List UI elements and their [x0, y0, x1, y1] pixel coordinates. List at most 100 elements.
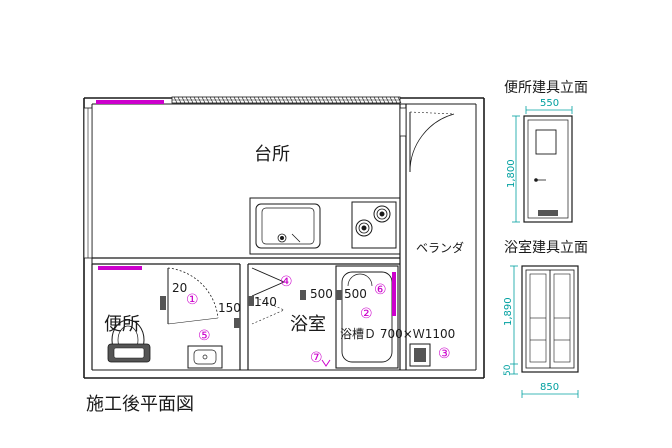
veranda-label: ベランダ — [416, 240, 464, 255]
marker-4: ④ — [280, 274, 293, 290]
window-hatch-line — [325, 96, 330, 104]
window-hatch-line — [333, 96, 338, 104]
window-hatch-line — [357, 96, 362, 104]
window-hatch-line — [253, 96, 258, 104]
burner-2 — [355, 219, 373, 237]
burner-1 — [373, 205, 391, 223]
window-hatch-line — [317, 96, 322, 104]
kitchen-counter — [249, 197, 401, 255]
bath-door-height: 1,890 — [503, 297, 514, 326]
dim-500-b: 500 — [344, 287, 367, 301]
window-hatch-line — [329, 96, 334, 104]
window-hatch-line — [381, 96, 386, 104]
window-hatch-line — [205, 96, 210, 104]
kitchen-right-window — [399, 107, 407, 137]
wash-basin — [187, 345, 223, 369]
dim-140: 140 — [254, 295, 277, 309]
faucet-icon — [321, 359, 331, 367]
window-hatch-line — [393, 96, 398, 104]
water-heater — [409, 343, 431, 367]
window-hatch-line — [221, 96, 226, 104]
toilet-door-elevation: 550 1,800 — [506, 98, 573, 223]
veranda-door — [409, 111, 455, 173]
window-hatch-line — [289, 96, 294, 104]
top-window-hatch — [173, 96, 402, 104]
dim-20: 20 — [172, 281, 187, 295]
shower-bar-marker — [392, 272, 396, 316]
plan-title: 施工後平面図 — [86, 394, 194, 415]
bath-room — [234, 265, 399, 369]
toilet-room — [98, 266, 223, 369]
toilet-shelf-marker — [98, 266, 142, 270]
sink-basin — [255, 203, 321, 249]
window-hatch-line — [229, 96, 234, 104]
marker-3: ③ — [438, 346, 451, 362]
sink-drain — [277, 233, 287, 243]
window-hatch-line — [209, 96, 214, 104]
window-hatch-line — [237, 96, 242, 104]
window-hatch-line — [181, 96, 186, 104]
window-hatch-line — [177, 96, 182, 104]
bath-door-elevation: 1,890 50 850 — [503, 265, 579, 398]
window-hatch-line — [233, 96, 238, 104]
marker-7: ⑦ — [310, 350, 323, 366]
window-hatch-line — [353, 96, 358, 104]
window-hatch-line — [185, 96, 190, 104]
marker-2: ② — [360, 306, 373, 322]
toilet-label: 便所 — [104, 314, 140, 335]
window-hatch-line — [173, 96, 178, 104]
window-hatch-line — [341, 96, 346, 104]
window-hatch-line — [197, 96, 202, 104]
window-hatch-line — [389, 96, 394, 104]
window-hatch-line — [273, 96, 278, 104]
window-hatch-line — [277, 96, 282, 104]
tub-size-label: 浴槽Ｄ 700×Ｗ1100 — [340, 327, 455, 341]
kitchen-window-marker — [96, 100, 164, 104]
window-hatch-line — [193, 96, 198, 104]
marker-6: ⑥ — [374, 282, 387, 298]
window-hatch-line — [309, 96, 314, 104]
window-hatch-line — [301, 96, 306, 104]
window-hatch-line — [201, 96, 206, 104]
bath-door-width: 850 — [540, 382, 559, 393]
window-hatch-line — [281, 96, 286, 104]
dim-150: 150 — [218, 301, 241, 315]
window-hatch-line — [349, 96, 354, 104]
window-hatch-line — [297, 96, 302, 104]
window-hatch-line — [241, 96, 246, 104]
window-hatch-line — [313, 96, 318, 104]
toilet-door-height: 1,800 — [506, 159, 517, 188]
window-hatch-line — [269, 96, 274, 104]
window-hatch-line — [377, 96, 382, 104]
marker-5: ⑤ — [198, 328, 211, 344]
window-hatch-line — [265, 96, 270, 104]
window-hatch-line — [345, 96, 350, 104]
bath-label: 浴室 — [290, 314, 326, 335]
marker-1: ① — [186, 292, 199, 308]
window-hatch-line — [261, 96, 266, 104]
window-hatch-line — [305, 96, 310, 104]
window-hatch-line — [385, 96, 390, 104]
window-hatch-line — [245, 96, 250, 104]
window-hatch-line — [365, 96, 370, 104]
window-hatch-line — [285, 96, 290, 104]
window-hatch-line — [189, 96, 194, 104]
bath-door-sill: 50 — [503, 364, 513, 376]
window-hatch-line — [249, 96, 254, 104]
window-hatch-line — [369, 96, 374, 104]
window-hatch-line — [225, 96, 230, 104]
toilet-door-width: 550 — [540, 98, 559, 109]
window-hatch-line — [337, 96, 342, 104]
window-hatch-line — [361, 96, 366, 104]
window-hatch-line — [321, 96, 326, 104]
window-hatch-line — [217, 96, 222, 104]
toilet-door-elevation-title: 便所建具立面 — [504, 80, 588, 96]
bath-door-elevation-title: 浴室建具立面 — [504, 239, 588, 256]
bathtub — [335, 265, 399, 369]
window-hatch-line — [257, 96, 262, 104]
kitchen-label: 台所 — [254, 144, 290, 165]
window-hatch-line — [213, 96, 218, 104]
stove — [351, 201, 397, 249]
